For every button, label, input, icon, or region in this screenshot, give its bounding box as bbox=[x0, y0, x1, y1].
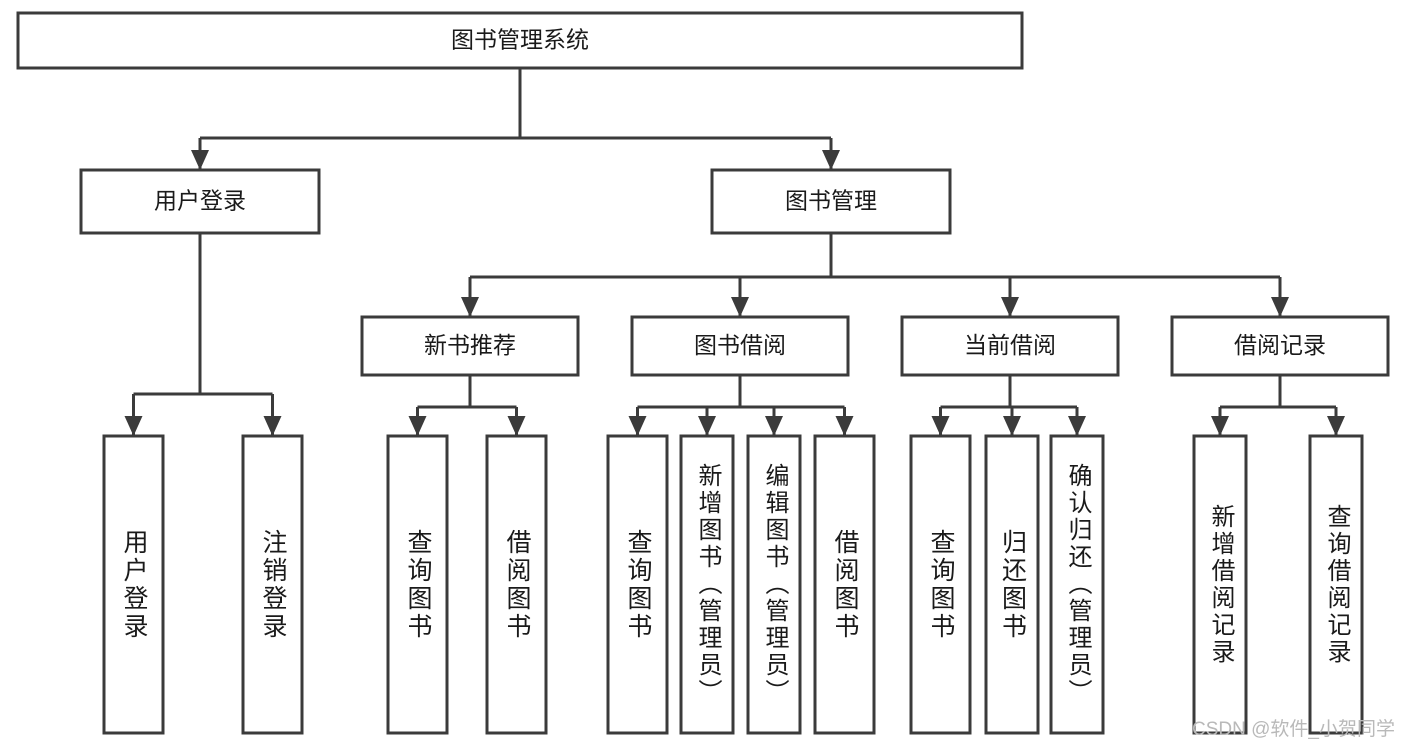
node-label-root: 图书管理系统 bbox=[451, 27, 589, 53]
node-leaf-borrow-book-1[interactable] bbox=[485, 434, 548, 735]
arrow-head bbox=[731, 297, 749, 317]
arrow-head bbox=[1327, 416, 1345, 436]
node-box-book-manage bbox=[710, 168, 952, 235]
node-label-current-borrow: 当前借阅 bbox=[964, 332, 1056, 358]
arrow-head bbox=[124, 416, 143, 436]
node-box-borrow-record bbox=[1170, 315, 1390, 377]
arrow-head bbox=[461, 297, 479, 317]
node-box-leaf-query-book-1 bbox=[386, 434, 449, 735]
arrow-head bbox=[507, 416, 526, 436]
node-leaf-confirm-return-admin[interactable] bbox=[1049, 434, 1105, 735]
arrow-head bbox=[765, 416, 783, 436]
node-box-leaf-return-book bbox=[984, 434, 1040, 735]
node-leaf-user-login[interactable] bbox=[102, 434, 165, 735]
node-leaf-query-borrow-record[interactable] bbox=[1308, 434, 1364, 735]
arrow-head bbox=[835, 416, 854, 436]
node-label-user-login: 用户登录 bbox=[154, 188, 246, 214]
node-leaf-query-book-3[interactable] bbox=[909, 434, 972, 735]
watermark: CSDN @软件_小贺同学 bbox=[1192, 719, 1395, 740]
node-borrow-record[interactable]: 借阅记录 bbox=[1170, 315, 1390, 377]
arrow-head bbox=[408, 416, 427, 436]
node-root[interactable]: 图书管理系统 bbox=[16, 11, 1024, 70]
node-box-leaf-query-book-3 bbox=[909, 434, 972, 735]
node-user-login[interactable]: 用户登录 bbox=[79, 168, 321, 235]
node-box-leaf-add-borrow-record bbox=[1192, 434, 1248, 735]
arrow-head bbox=[931, 416, 950, 436]
node-leaf-query-book-2[interactable] bbox=[606, 434, 669, 735]
arrow-head bbox=[1001, 297, 1019, 317]
node-box-leaf-confirm-return-admin bbox=[1049, 434, 1105, 735]
node-book-manage[interactable]: 图书管理 bbox=[710, 168, 952, 235]
node-box-leaf-query-book-2 bbox=[606, 434, 669, 735]
arrow-head bbox=[698, 416, 716, 436]
node-leaf-add-borrow-record[interactable] bbox=[1192, 434, 1248, 735]
node-box-leaf-borrow-book-1 bbox=[485, 434, 548, 735]
node-leaf-return-book[interactable] bbox=[984, 434, 1040, 735]
node-box-leaf-logout bbox=[241, 434, 304, 735]
node-label-book-borrow: 图书借阅 bbox=[694, 332, 786, 358]
arrow-head bbox=[1003, 416, 1021, 436]
arrow-head bbox=[1211, 416, 1229, 436]
node-box-root bbox=[16, 11, 1024, 70]
node-label-new-book-rec: 新书推荐 bbox=[424, 332, 516, 358]
node-leaf-add-book-admin[interactable] bbox=[679, 434, 735, 735]
node-leaf-edit-book-admin[interactable] bbox=[746, 434, 802, 735]
node-label-borrow-record: 借阅记录 bbox=[1234, 332, 1326, 358]
node-book-borrow[interactable]: 图书借阅 bbox=[630, 315, 850, 377]
node-box-leaf-add-book-admin bbox=[679, 434, 735, 735]
arrow-head bbox=[1271, 297, 1289, 317]
arrow-head bbox=[191, 150, 209, 170]
node-new-book-rec[interactable]: 新书推荐 bbox=[360, 315, 580, 377]
arrow-head bbox=[822, 150, 840, 170]
connector-layer bbox=[124, 68, 1345, 436]
node-label-book-manage: 图书管理 bbox=[785, 188, 877, 214]
node-current-borrow[interactable]: 当前借阅 bbox=[900, 315, 1120, 377]
node-box-user-login bbox=[79, 168, 321, 235]
node-box-leaf-query-borrow-record bbox=[1308, 434, 1364, 735]
node-box-leaf-borrow-book-2 bbox=[813, 434, 876, 735]
arrow-head bbox=[1068, 416, 1086, 436]
node-leaf-borrow-book-2[interactable] bbox=[813, 434, 876, 735]
node-box-current-borrow bbox=[900, 315, 1120, 377]
node-leaf-query-book-1[interactable] bbox=[386, 434, 449, 735]
node-box-leaf-edit-book-admin bbox=[746, 434, 802, 735]
node-box-leaf-user-login bbox=[102, 434, 165, 735]
arrow-head bbox=[263, 416, 282, 436]
node-leaf-logout[interactable] bbox=[241, 434, 304, 735]
node-box-new-book-rec bbox=[360, 315, 580, 377]
node-box-book-borrow bbox=[630, 315, 850, 377]
arrow-head bbox=[628, 416, 647, 436]
